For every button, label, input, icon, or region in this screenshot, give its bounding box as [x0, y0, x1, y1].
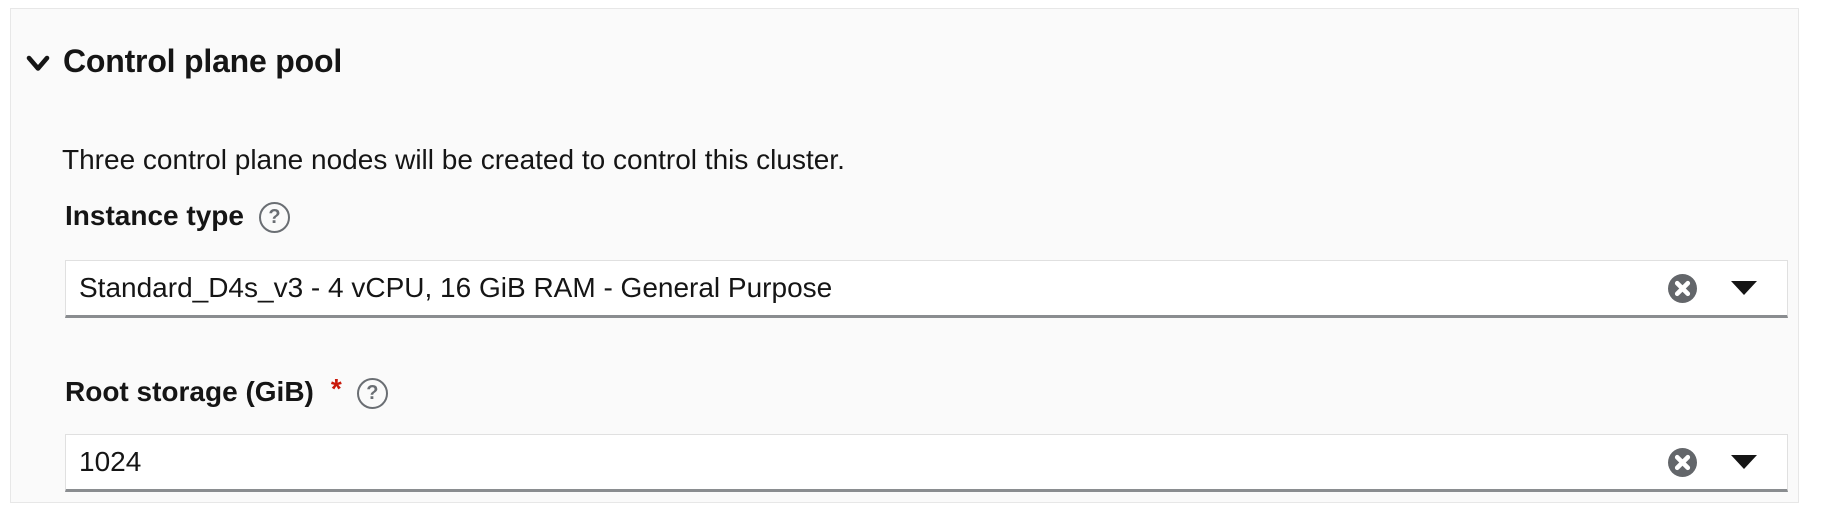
question-circle-icon[interactable]: ?	[356, 377, 388, 409]
times-circle-icon	[1668, 273, 1697, 303]
instance-type-select[interactable]	[65, 260, 1788, 318]
section-description: Three control plane nodes will be create…	[62, 144, 845, 175]
root-storage-label: Root storage (GiB)	[65, 376, 314, 407]
caret-down-icon	[1730, 455, 1757, 469]
instance-type-dropdown-toggle[interactable]	[1730, 259, 1757, 317]
section-toggle-control-plane-pool[interactable]: Control plane pool	[26, 42, 342, 80]
required-indicator: *	[330, 373, 342, 404]
section-title: Control plane pool	[63, 43, 343, 79]
clear-root-storage-button[interactable]	[1668, 447, 1697, 477]
angle-down-icon	[26, 55, 50, 72]
instance-type-label: Instance type	[65, 200, 244, 231]
root-storage-label-row: Root storage (GiB) * ?	[65, 373, 388, 410]
root-storage-dropdown-toggle[interactable]	[1730, 433, 1757, 491]
clear-instance-type-button[interactable]	[1668, 273, 1697, 303]
question-circle-icon[interactable]: ?	[258, 201, 290, 233]
question-glyph: ?	[366, 382, 379, 404]
question-glyph: ?	[268, 206, 281, 228]
instance-type-input[interactable]	[66, 261, 1668, 315]
root-storage-select[interactable]	[65, 434, 1788, 492]
control-plane-pool-panel	[10, 8, 1799, 503]
times-circle-icon	[1668, 447, 1697, 477]
root-storage-input[interactable]	[66, 435, 1668, 489]
caret-down-icon	[1730, 281, 1757, 295]
instance-type-label-row: Instance type ?	[65, 198, 290, 234]
